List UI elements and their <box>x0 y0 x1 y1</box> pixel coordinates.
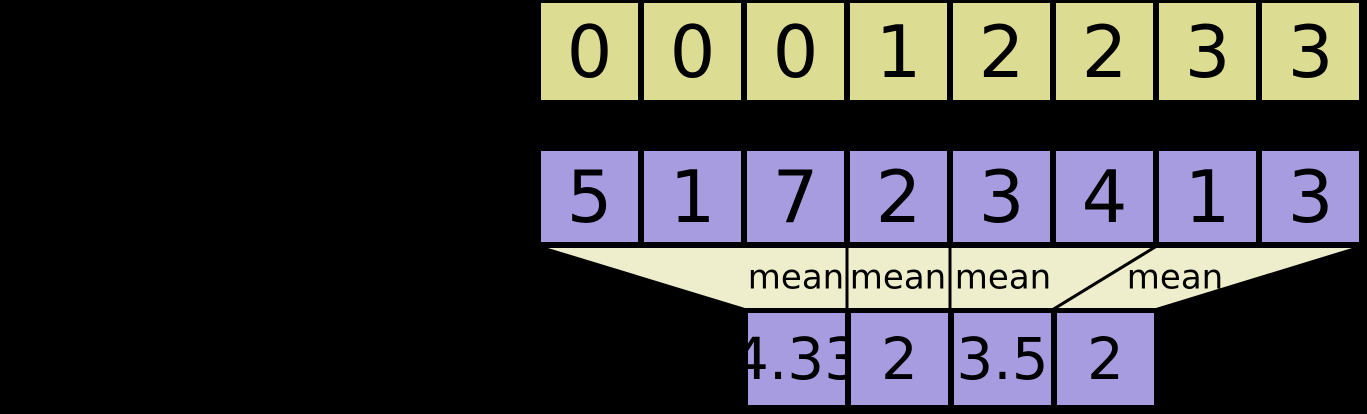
segment-index-cell: 3 <box>1259 0 1362 103</box>
segment-index-cell: 0 <box>538 0 641 103</box>
mean-operation-row: mean mean mean mean <box>0 245 1367 311</box>
segment-index-cell: 1 <box>847 0 950 103</box>
mean-funnel-shape <box>1047 245 1363 311</box>
input-value-cell: 4 <box>1053 148 1156 245</box>
input-value-cell: 2 <box>847 148 950 245</box>
input-value-cell: 1 <box>1156 148 1259 245</box>
input-value-cell: 1 <box>641 148 744 245</box>
segment-index-cell: 3 <box>1156 0 1259 103</box>
mean-label: mean <box>850 258 946 298</box>
input-value-cell: 5 <box>538 148 641 245</box>
mean-label: mean <box>955 258 1051 298</box>
segment-index-cell: 2 <box>1053 0 1156 103</box>
input-value-cell: 3 <box>1259 148 1362 245</box>
segment-index-cell: 0 <box>641 0 744 103</box>
mean-label: mean <box>1127 258 1223 298</box>
mean-label: mean <box>748 258 844 298</box>
input-value-cell: 3 <box>950 148 1053 245</box>
pooled-output-cell: 4.33 <box>732 310 861 408</box>
pooled-output-cell: 2 <box>848 310 951 408</box>
segment-index-cell: 0 <box>744 0 847 103</box>
input-value-cell: 7 <box>744 148 847 245</box>
pooled-output-cell: 3.5 <box>951 310 1054 408</box>
pooled-output-cell: 2 <box>1054 310 1157 408</box>
segment-index-cell: 2 <box>950 0 1053 103</box>
